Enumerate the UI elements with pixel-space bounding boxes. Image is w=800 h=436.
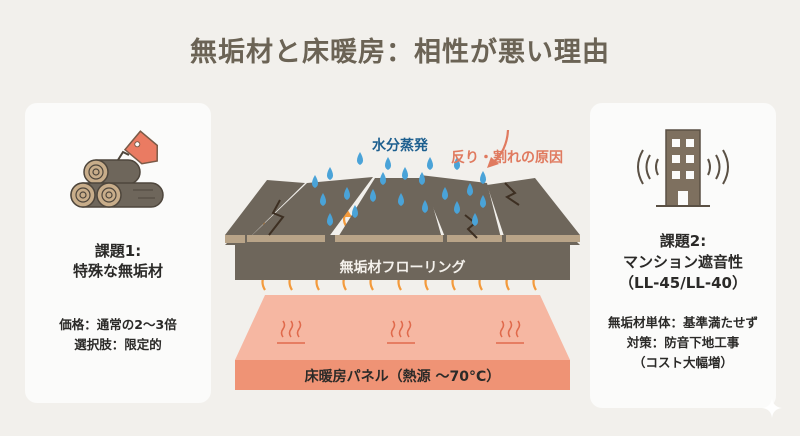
countermeasure-detail: 対策：防音下地工事 [626, 335, 740, 350]
logs-with-price-tag-icon [25, 128, 211, 208]
issue-card-special-wood: 課題1: 特殊な無垢材 価格：通常の2〜3倍 選択肢：限定的 [25, 103, 211, 403]
page-title: 無垢材と床暖房：相性が悪い理由 [190, 37, 610, 68]
issue-card-soundproofing: 課題2: マンション遮音性 （LL-45/LL-40） 無垢材単体：基準満たせず… [590, 103, 776, 408]
choice-detail: 選択肢：限定的 [74, 337, 162, 352]
issue-1-title: 特殊な無垢材 [72, 262, 163, 280]
flooring-label: 無垢材フローリング [339, 260, 466, 276]
cost-detail: （コスト大幅増） [632, 355, 733, 370]
issue-2-label: 課題2: [659, 232, 707, 250]
warp-crack-label: 反り・割れの原因 [451, 150, 563, 166]
apartment-building-sound-icon [590, 125, 776, 210]
heater-panel-label: 床暖房パネル（熱源 〜70°C） [304, 369, 501, 385]
evaporation-label: 水分蒸発 [372, 138, 428, 154]
flooring-heat-diagram: 水分蒸発 反り・割れの原因 無垢材フローリング 床暖房パネル（熱源 〜70°C） [225, 105, 580, 415]
price-detail: 価格：通常の2〜3倍 [59, 317, 177, 332]
issue-2-standard: （LL-45/LL-40） [619, 274, 747, 292]
sparkle-icon [762, 398, 782, 418]
standard-detail: 無垢材単体：基準満たせず [607, 315, 758, 330]
issue-2-title: マンション遮音性 [622, 253, 743, 271]
issue-1-label: 課題1: [94, 242, 142, 260]
